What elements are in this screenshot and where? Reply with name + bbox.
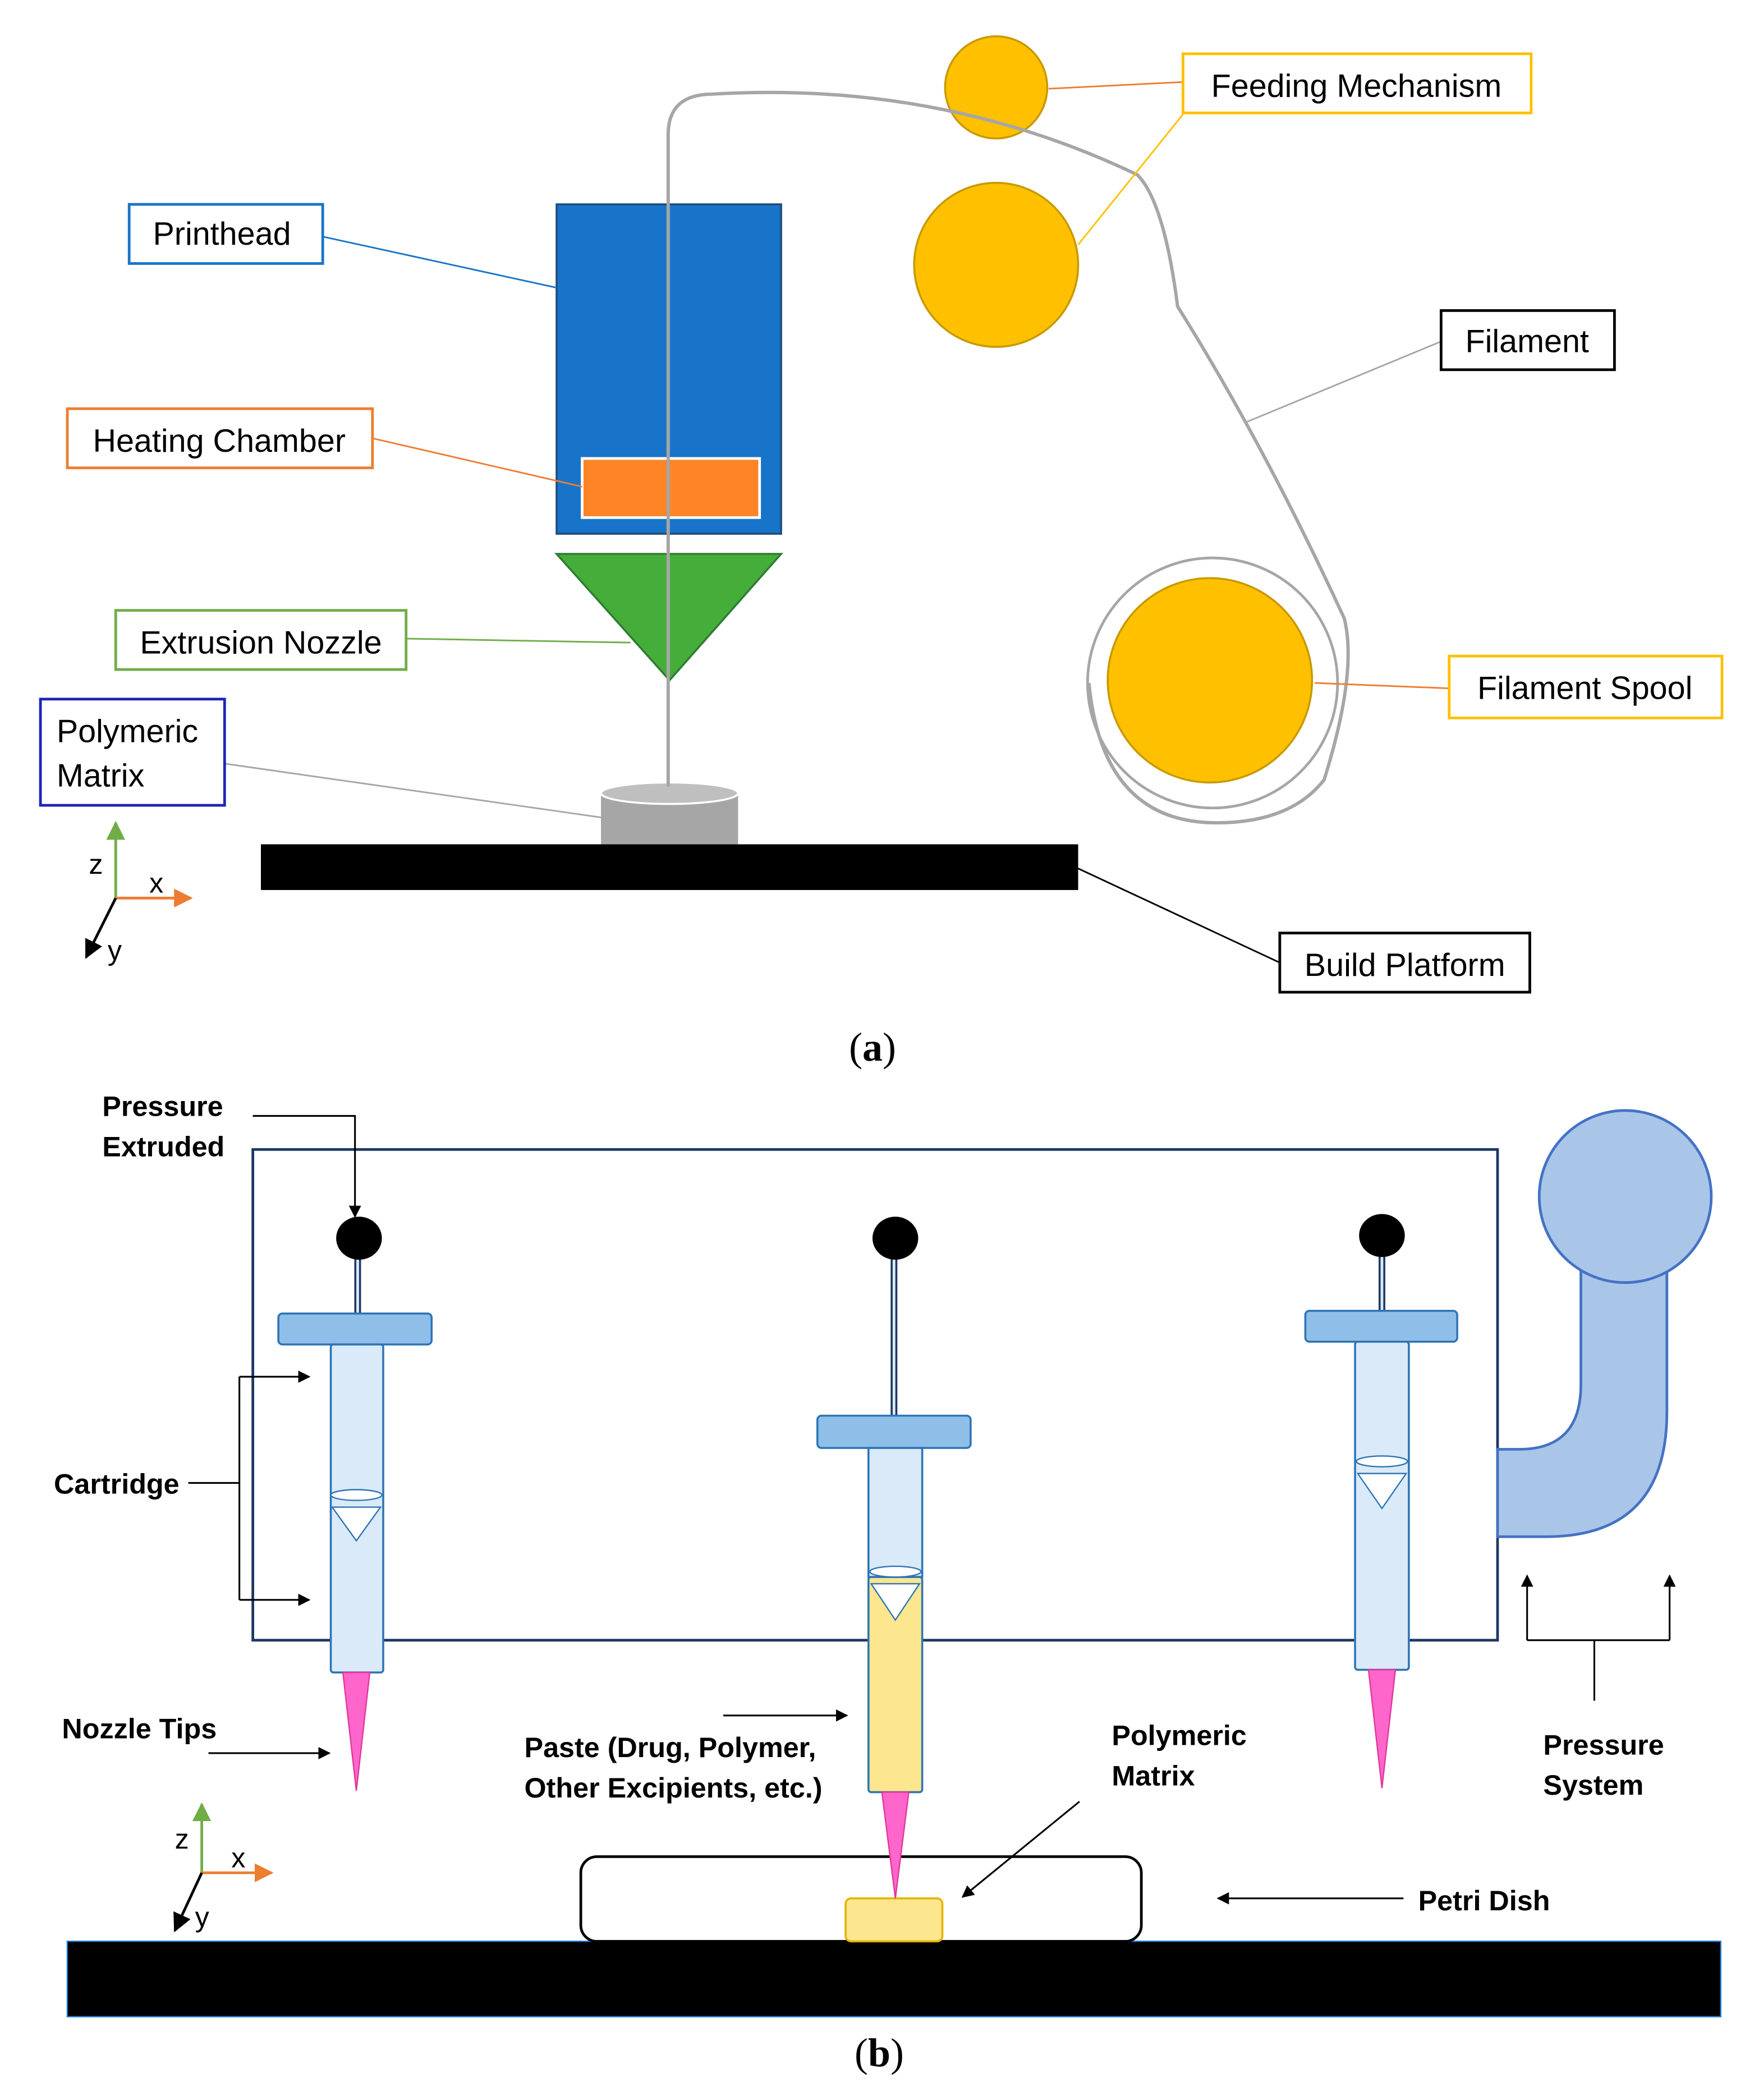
svg-text:Matrix: Matrix — [57, 758, 145, 794]
axes-a: z x y — [85, 820, 193, 966]
panel-b: Pressure Extruded Cartridge Nozzle Tips … — [54, 1090, 1721, 2075]
label-polymeric-matrix-b-2: Matrix — [1112, 1759, 1195, 1791]
build-platform — [260, 844, 1078, 890]
caption-a: (a) — [849, 1025, 896, 1070]
label-cartridge: Cartridge — [54, 1468, 180, 1500]
label-pressure-extruded-1: Pressure — [102, 1090, 223, 1122]
caption-b: (b) — [855, 2030, 904, 2075]
label-filament: Filament — [1439, 309, 1616, 372]
svg-text:Polymeric: Polymeric — [57, 713, 198, 749]
heating-chamber — [581, 457, 761, 519]
build-platform-b — [66, 1941, 1721, 2018]
label-printhead: Printhead — [127, 203, 324, 265]
label-heating-chamber: Heating Chamber — [66, 407, 374, 470]
svg-text:Heating Chamber: Heating Chamber — [93, 423, 346, 459]
polymeric-matrix-b — [844, 1897, 944, 1943]
syringe-left — [277, 1217, 433, 1791]
leaders-b — [188, 1115, 1676, 1905]
label-extrusion-nozzle: Extrusion Nozzle — [114, 609, 408, 671]
label-pressure-system-2: System — [1543, 1769, 1643, 1801]
syringe-right — [1304, 1214, 1458, 1789]
svg-text:Printhead: Printhead — [153, 216, 291, 252]
label-polymeric-matrix-a: Polymeric Matrix — [39, 698, 226, 807]
feeder-roller-large — [913, 182, 1080, 348]
label-build-platform: Build Platform — [1278, 932, 1531, 994]
svg-text:x: x — [231, 1842, 245, 1874]
pressure-system — [1496, 1109, 1713, 1538]
svg-text:y: y — [195, 1901, 210, 1933]
svg-text:Filament: Filament — [1465, 324, 1588, 360]
label-pressure-system-1: Pressure — [1543, 1728, 1664, 1760]
panel-a: Feeding Mechanism Printhead Filament Hea… — [39, 35, 1724, 1070]
label-nozzle-tips: Nozzle Tips — [62, 1713, 217, 1745]
label-polymeric-matrix-b-1: Polymeric — [1112, 1720, 1246, 1751]
label-feeding-mechanism: Feeding Mechanism — [1181, 52, 1533, 114]
label-paste-2: Other Excipients, etc.) — [525, 1772, 823, 1804]
svg-text:x: x — [149, 867, 163, 899]
syringe-center — [816, 1217, 972, 1899]
filament-spool — [1106, 577, 1314, 784]
axes-b: z x y — [173, 1802, 274, 1933]
label-pressure-extruded-2: Extruded — [102, 1130, 224, 1162]
svg-text:Filament Spool: Filament Spool — [1477, 671, 1692, 707]
svg-text:(a): (a) — [849, 1025, 896, 1070]
svg-text:z: z — [89, 848, 103, 880]
svg-text:(b): (b) — [855, 2030, 904, 2075]
svg-text:Build Platform: Build Platform — [1305, 947, 1505, 983]
feeder-roller-small — [944, 35, 1049, 140]
label-paste-1: Paste (Drug, Polymer, — [525, 1731, 816, 1763]
label-filament-spool: Filament Spool — [1448, 654, 1724, 719]
svg-text:z: z — [175, 1823, 189, 1855]
label-petri-dish: Petri Dish — [1418, 1885, 1550, 1916]
svg-text:y: y — [108, 934, 122, 966]
svg-text:Extrusion Nozzle: Extrusion Nozzle — [140, 625, 382, 661]
polymeric-matrix-cylinder — [600, 781, 740, 845]
svg-text:Feeding Mechanism: Feeding Mechanism — [1211, 68, 1502, 104]
filament-line — [666, 90, 1350, 825]
